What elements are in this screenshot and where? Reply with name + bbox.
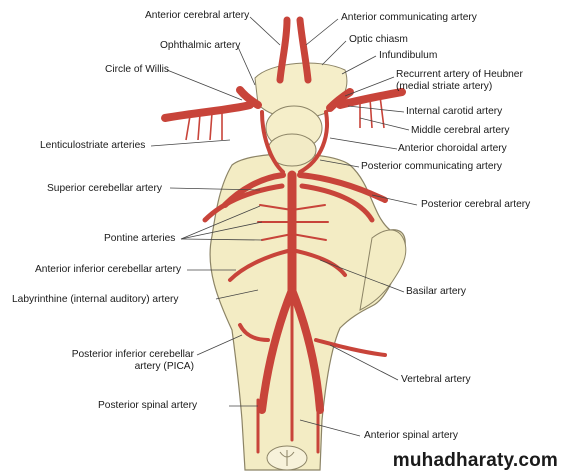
label-posterior-cerebral-artery: Posterior cerebral artery [421,199,531,210]
label-anterior-spinal-artery: Anterior spinal artery [364,430,458,441]
label-anterior-inferior-cerebellar-artery: Anterior inferior cerebellar artery [35,264,182,275]
label-recurrent-artery-of-heubner: Recurrent artery of Heubner [396,69,523,80]
artery-network [161,16,406,454]
label-internal-carotid-artery: Internal carotid artery [406,106,503,117]
label-middle-cerebral-artery: Middle cerebral artery [411,125,510,136]
label-pica: artery (PICA) [134,361,194,372]
label-labyrinthine-artery: Labyrinthine (internal auditory) artery [12,294,179,305]
label-posterior-communicating-artery: Posterior communicating artery [361,161,502,172]
pontine-branches [257,204,329,241]
label-anterior-choroidal-artery: Anterior choroidal artery [398,143,507,154]
label-vertebral-artery: Vertebral artery [401,374,471,385]
label-optic-chiasm: Optic chiasm [349,34,408,45]
label-anterior-communicating-artery: Anterior communicating artery [341,12,477,23]
label-posterior-spinal-artery: Posterior spinal artery [98,400,198,411]
label-ophthalmic-artery: Ophthalmic artery [160,40,241,51]
label-basilar-artery: Basilar artery [406,286,467,297]
label-circle-of-willis: Circle of Willis [105,64,169,75]
label-lenticulostriate-arteries: Lenticulostriate arteries [40,140,146,151]
brainstem-shape [209,153,406,471]
lenticulostriate-branches [185,95,385,141]
label-infundibulum: Infundibulum [379,50,438,61]
cerebellar-flap [359,229,407,311]
label-pontine-arteries: Pontine arteries [104,233,176,244]
label-posterior-inferior-cerebellar-artery: Posterior inferior cerebellar [71,349,194,360]
label-superior-cerebellar-artery: Superior cerebellar artery [47,183,162,194]
label-anterior-cerebral-artery: Anterior cerebral artery [145,10,250,21]
watermark: muhadharaty.com [392,450,558,471]
leader-lines [150,16,418,437]
label-medial-striate-artery: (medial striate artery) [396,81,493,92]
